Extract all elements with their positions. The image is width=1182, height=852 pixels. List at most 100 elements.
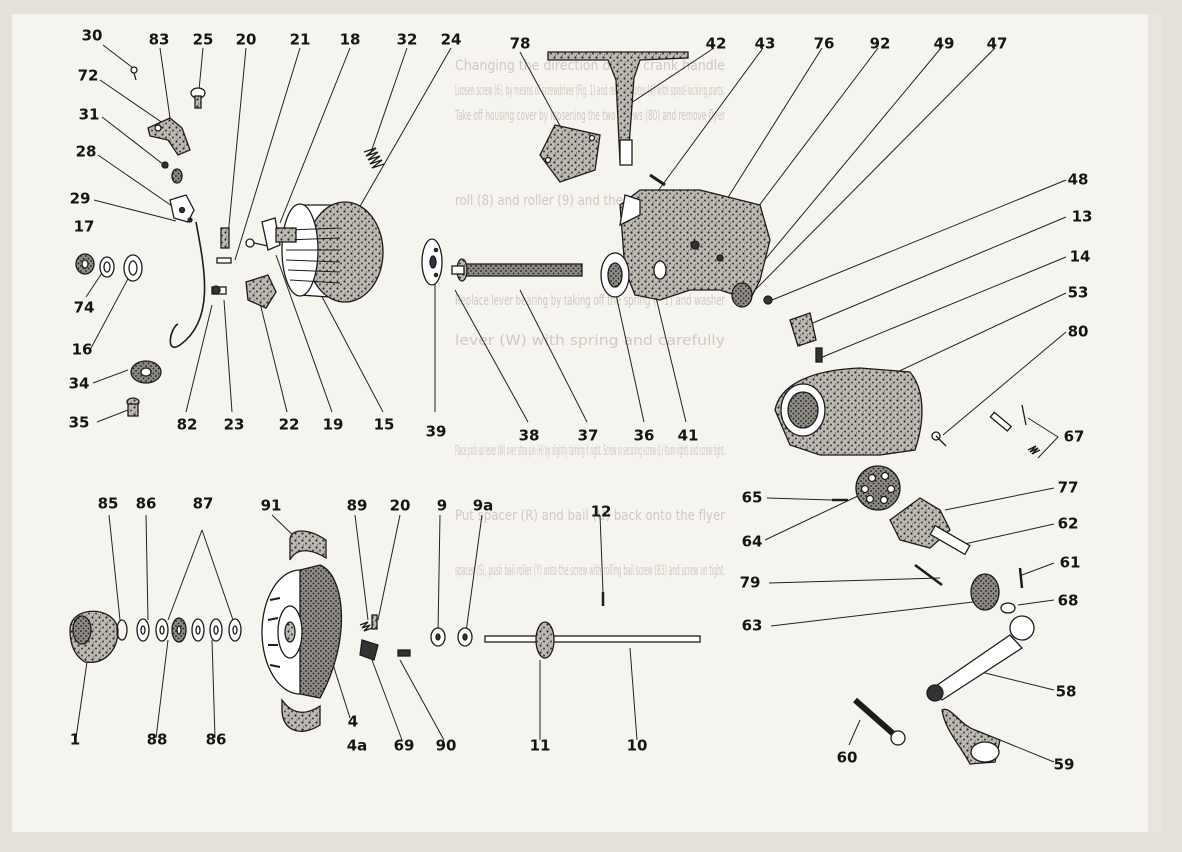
part-label-4a: 4a — [346, 736, 368, 755]
part-9a-washer — [457, 627, 473, 647]
part-label-39: 39 — [425, 422, 447, 441]
part-label-32: 32 — [396, 30, 418, 49]
part-31-nut — [161, 161, 183, 184]
part-label-14: 14 — [1069, 247, 1091, 266]
part-label-78: 78 — [509, 34, 531, 53]
show-through-line: Replace lever bearing by taking off the … — [455, 293, 725, 309]
part-label-92: 92 — [869, 34, 891, 53]
show-through-line: spacer (S), push bail roller (Y) onto th… — [455, 563, 725, 579]
part-label-86b: 86 — [205, 730, 227, 749]
part-68-washer — [1000, 602, 1016, 614]
part-49-knob — [731, 282, 753, 308]
part-label-43: 43 — [754, 34, 776, 53]
part-label-82: 82 — [176, 415, 198, 434]
part-label-34: 34 — [68, 374, 90, 393]
part-label-91: 91 — [260, 496, 282, 515]
part-53-housing-cover — [774, 367, 923, 456]
part-74-washer — [99, 256, 115, 278]
part-85-ring — [116, 619, 128, 641]
part-17-nut — [75, 253, 95, 275]
part-20-small-pin — [371, 614, 378, 630]
part-label-28: 28 — [75, 142, 97, 161]
part-59-handle-knob — [941, 708, 1001, 765]
part-28-29-plate — [169, 194, 195, 223]
part-13-plate — [789, 312, 817, 347]
part-label-65: 65 — [741, 488, 763, 507]
part-label-90: 90 — [435, 736, 457, 755]
part-label-60: 60 — [836, 748, 858, 767]
part-label-16: 16 — [71, 340, 93, 359]
part-1-drag-knob — [69, 610, 119, 663]
part-78-cover-plate — [539, 124, 601, 183]
part-15-disc — [421, 238, 443, 286]
part-label-19: 19 — [322, 415, 344, 434]
part-32-spring — [363, 147, 385, 169]
part-label-48: 48 — [1067, 170, 1089, 189]
part-79-pin — [914, 563, 943, 587]
part-20-pin — [220, 227, 230, 249]
part-label-61: 61 — [1059, 553, 1081, 572]
part-61-pin — [1018, 567, 1024, 589]
part-label-18: 18 — [339, 30, 361, 49]
show-through-line: Loosen screw (6), by means of screwdrive… — [455, 83, 725, 99]
part-63-knurled-nut — [970, 573, 1000, 611]
part-label-12: 12 — [590, 502, 612, 521]
part-label-41: 41 — [677, 426, 699, 445]
part-80-screw — [931, 431, 947, 447]
part-label-29: 29 — [69, 189, 91, 208]
part-label-35: 35 — [68, 413, 90, 432]
part-23-screw — [211, 285, 227, 295]
part-label-20b: 20 — [389, 496, 411, 515]
part-24-rotor-drum — [275, 201, 384, 303]
show-through-line: lever (W) with spring and carefully — [455, 333, 725, 349]
part-16-ring — [123, 254, 143, 282]
part-label-72: 72 — [77, 66, 99, 85]
part-label-9: 9 — [436, 496, 448, 515]
part-label-25: 25 — [192, 30, 214, 49]
part-label-85: 85 — [97, 494, 119, 513]
part-label-69: 69 — [393, 736, 415, 755]
page-edge — [1148, 14, 1162, 832]
part-10-main-shaft — [484, 635, 701, 643]
part-58-crank-arm — [926, 615, 1035, 702]
part-label-38: 38 — [518, 426, 540, 445]
part-label-9a: 9a — [472, 496, 494, 515]
part-42-reel-foot — [547, 51, 689, 166]
part-14-screw — [815, 347, 823, 363]
part-label-37: 37 — [577, 426, 599, 445]
part-91-spool-clip — [289, 530, 327, 561]
part-label-21: 21 — [289, 30, 311, 49]
show-through-line: Place pick-up lever (W) over stop-pin (H… — [455, 443, 725, 459]
part-label-49: 49 — [933, 34, 955, 53]
part-label-83: 83 — [148, 30, 170, 49]
part-label-80: 80 — [1067, 322, 1089, 341]
show-through-line: Changing the direction of the crank hand… — [455, 58, 725, 74]
part-label-53: 53 — [1067, 283, 1089, 302]
part-90-screw — [397, 649, 411, 657]
part-62-shaft — [929, 524, 971, 556]
part-label-31: 31 — [78, 105, 100, 124]
part-83-bracket — [147, 117, 191, 156]
part-22-cam — [245, 274, 277, 309]
part-41-ring — [653, 260, 667, 280]
part-label-4: 4 — [347, 712, 359, 731]
part-4-spool — [261, 564, 343, 699]
part-label-30: 30 — [81, 26, 103, 45]
part-67-spring-set — [989, 404, 1041, 455]
part-89-spring — [359, 621, 373, 632]
part-label-42: 42 — [705, 34, 727, 53]
part-60-handle-bolt — [853, 697, 906, 746]
part-4a-spool-clip — [281, 697, 321, 732]
part-label-10: 10 — [626, 736, 648, 755]
part-label-13: 13 — [1071, 207, 1093, 226]
part-11-bushing — [535, 621, 555, 659]
part-label-20a: 20 — [235, 30, 257, 49]
part-label-11: 11 — [529, 736, 551, 755]
part-label-17: 17 — [73, 217, 95, 236]
part-label-64: 64 — [741, 532, 763, 551]
part-label-63: 63 — [741, 616, 763, 635]
part-37-38-pinion-shaft — [451, 258, 583, 282]
part-9-washer — [430, 627, 446, 647]
part-label-86a: 86 — [135, 494, 157, 513]
part-21-small-pin — [216, 257, 232, 264]
